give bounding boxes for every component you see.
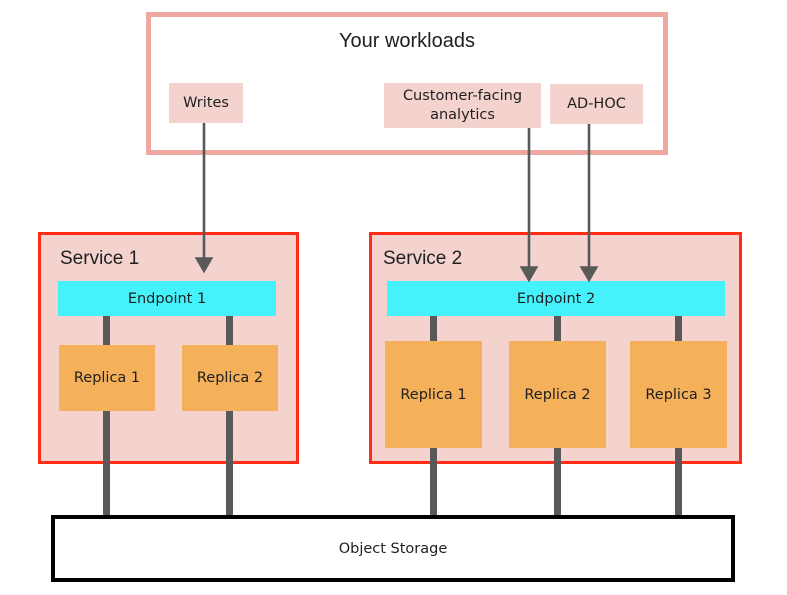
connector-s2-replica2-to-storage <box>554 448 561 519</box>
service-1-title: Service 1 <box>60 248 140 269</box>
workloads-title: Your workloads <box>338 30 475 52</box>
service-2-endpoint[interactable]: Endpoint 2 <box>387 281 725 316</box>
service-1-replica-1[interactable]: Replica 1 <box>59 345 155 411</box>
connector-s1-replica1-to-storage <box>103 411 110 519</box>
connector-s2-replica1-to-storage <box>430 448 437 519</box>
connector-endpoint2-to-s2-replica2 <box>554 316 561 342</box>
connector-s2-replica3-to-storage <box>675 448 682 519</box>
service-2-replica-1[interactable]: Replica 1 <box>385 341 482 448</box>
service-2-replica-3[interactable]: Replica 3 <box>630 341 727 448</box>
service-2-replica-2[interactable]: Replica 2 <box>509 341 606 448</box>
connector-endpoint1-to-s1-replica1 <box>103 316 110 345</box>
connector-endpoint1-to-s1-replica2 <box>226 316 233 345</box>
object-storage-box: Object Storage <box>51 515 735 582</box>
service-1-replica-2[interactable]: Replica 2 <box>182 345 278 411</box>
connector-endpoint2-to-s2-replica3 <box>675 316 682 342</box>
connector-endpoint2-to-s2-replica1 <box>430 316 437 342</box>
service-1-endpoint[interactable]: Endpoint 1 <box>58 281 276 316</box>
workload-chip-ad-hoc[interactable]: AD-HOC <box>550 84 643 124</box>
service-2-title: Service 2 <box>383 248 463 269</box>
workload-chip-writes[interactable]: Writes <box>169 83 243 123</box>
connector-s1-replica2-to-storage <box>226 411 233 519</box>
workload-chip-customer-facing-analytics[interactable]: Customer-facing analytics <box>384 83 541 128</box>
